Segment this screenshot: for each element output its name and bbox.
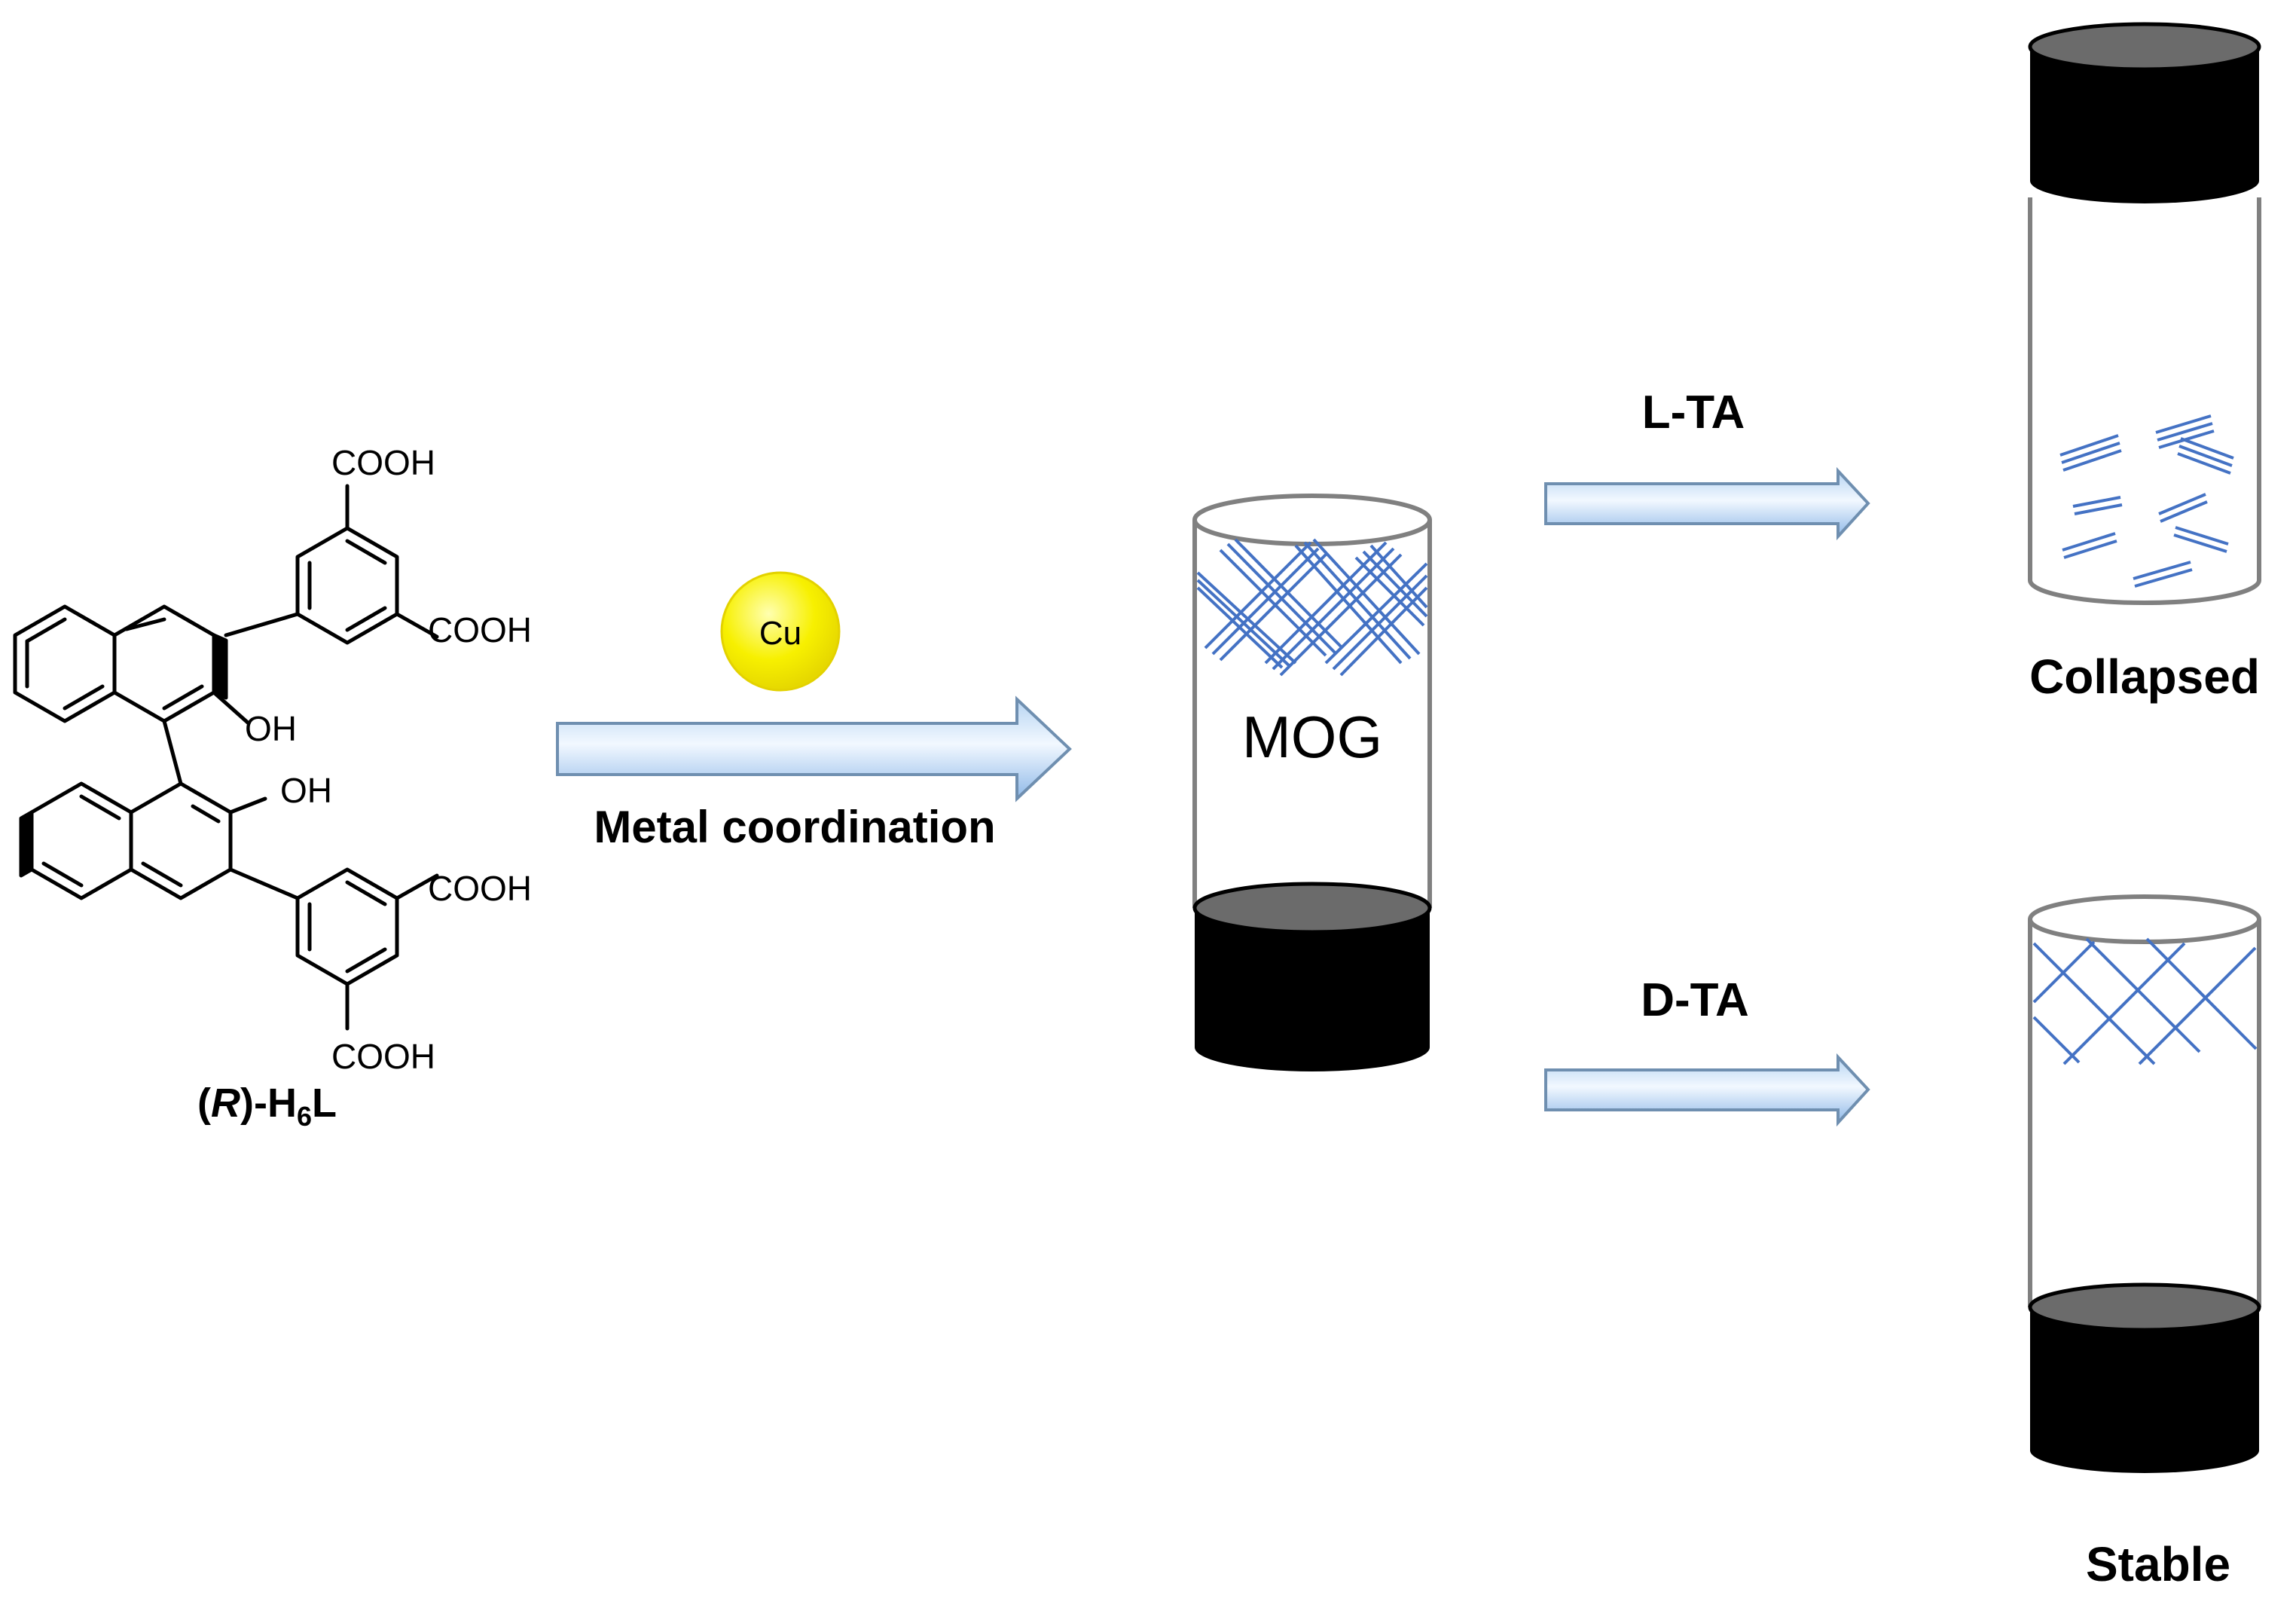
cu-label: Cu [759, 615, 801, 652]
oh-upper-label: OH [245, 709, 297, 748]
arrow-l-ta [1544, 466, 1870, 541]
ligand-structure [13, 484, 439, 1031]
mog-vial: MOG [1192, 494, 1432, 1071]
arrow-metal-coordination [556, 695, 1072, 802]
cooh-lower-right-label: COOH [428, 869, 532, 908]
metal-coordination-label: Metal coordination [594, 802, 995, 852]
arrow-d-ta [1544, 1053, 1870, 1127]
ligand-labels: COOH COOH OH OH COOH COOH (R)-H6L [197, 443, 532, 1132]
intact-fiber-network [2032, 937, 2258, 1065]
cooh-upper-right-label: COOH [428, 610, 532, 650]
mog-label: MOG [1242, 704, 1382, 770]
cooh-bottom-label: COOH [331, 1037, 435, 1076]
d-ta-label: D-TA [1641, 974, 1748, 1026]
stable-vial [2028, 894, 2261, 1473]
cooh-top-label: COOH [331, 443, 435, 482]
mog-fiber-network [1196, 538, 1428, 677]
ligand-name: (R)-H6L [197, 1081, 337, 1132]
l-ta-label: L-TA [1642, 387, 1745, 439]
broken-fiber-fragments [2059, 414, 2234, 588]
collapsed-vial [2028, 22, 2261, 605]
oh-lower-label: OH [280, 771, 332, 810]
collapsed-label: Collapsed [2029, 650, 2260, 704]
stable-label: Stable [2086, 1537, 2230, 1591]
cu-ion: Cu [720, 571, 841, 692]
